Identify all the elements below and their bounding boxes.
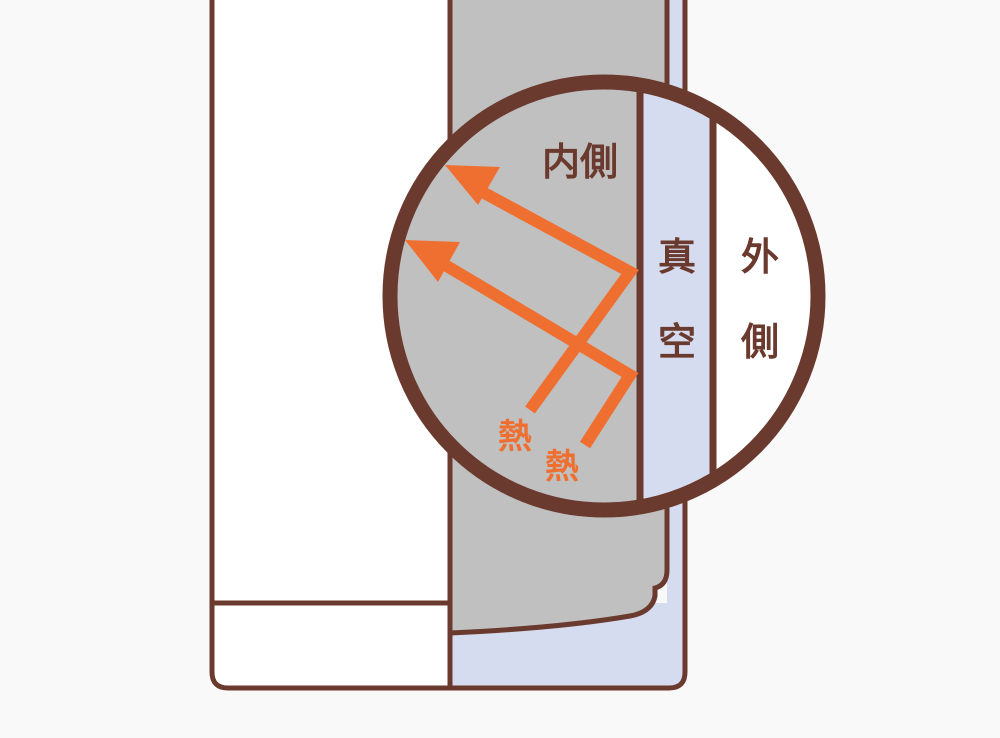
label-vacuum-2: 空 xyxy=(658,320,696,364)
bottle-base xyxy=(212,603,450,688)
heat-arrows xyxy=(436,182,639,449)
arrowhead-2 xyxy=(405,240,460,282)
magnifier-ring xyxy=(382,74,826,518)
heat-arrow-1 xyxy=(472,182,639,414)
label-outer-2: 側 xyxy=(740,320,779,364)
label-outer-1: 外 xyxy=(741,235,779,279)
heat-arrow-2 xyxy=(436,256,639,449)
vacuum-region xyxy=(640,82,713,510)
label-vacuum-1: 真 xyxy=(658,235,696,279)
label-heat-2: 熱 xyxy=(545,447,579,487)
arrowhead-1 xyxy=(445,165,500,205)
label-inner: 内側 xyxy=(542,140,618,184)
label-heat-1: 熱 xyxy=(498,417,532,457)
